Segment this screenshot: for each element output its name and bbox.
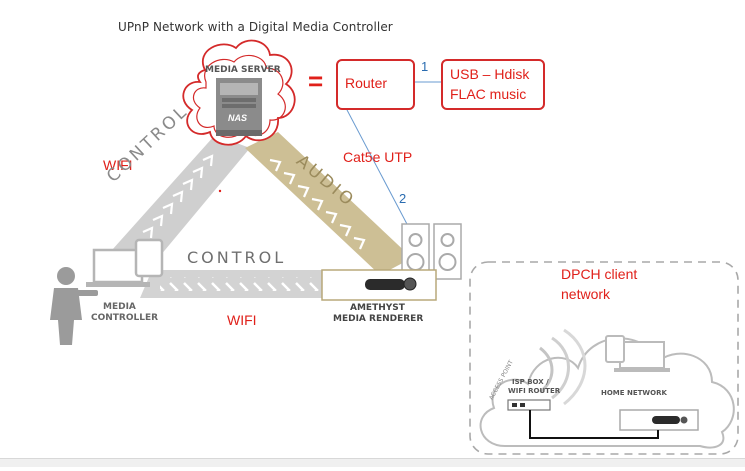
- control-bottom-label: CONTROL: [187, 248, 287, 267]
- controller-line2: CONTROLLER: [91, 313, 159, 323]
- person-icon: [50, 267, 98, 345]
- isp-line1: ISP BOX /: [512, 378, 549, 386]
- router-box: [336, 59, 415, 110]
- media-server-cloud: [182, 39, 296, 146]
- isp-line2: WIFI ROUTER: [508, 387, 561, 395]
- stray-dot: [218, 189, 222, 193]
- usb-hdisk-label: USB – Hdisk: [450, 66, 530, 82]
- dpch-dashed-region: [469, 261, 739, 455]
- laptop-tablet-icon: [86, 238, 164, 287]
- wifi-bottom-label: WIFI: [227, 312, 257, 328]
- renderer-line1: AMETHYST: [350, 303, 405, 313]
- cat5e-label: Cat5e UTP: [343, 149, 413, 165]
- home-network-cloud: [479, 328, 735, 449]
- window-bottom-edge: [0, 458, 745, 467]
- media-server-label: MEDIA SERVER: [205, 65, 281, 75]
- media-renderer-device: [321, 269, 437, 301]
- diagram-title: UPnP Network with a Digital Media Contro…: [118, 20, 393, 34]
- nas-label: NAS: [228, 113, 248, 123]
- equals-sign: =: [308, 66, 324, 96]
- link-2-number: 2: [399, 191, 407, 206]
- usb-hdisk-box: [441, 59, 545, 110]
- control-band-bottom: [140, 270, 322, 298]
- audio-band: [245, 132, 412, 275]
- control-band-left: [112, 135, 250, 268]
- flac-music-label: FLAC music: [450, 86, 527, 102]
- dpch-line1: DPCH client: [561, 266, 638, 282]
- renderer-line2: MEDIA RENDERER: [333, 314, 424, 324]
- router-label: Router: [345, 75, 388, 91]
- wifi-left-label: WIFI: [103, 157, 133, 173]
- controller-line1: MEDIA: [103, 302, 136, 312]
- link-2-line: [345, 107, 409, 227]
- dpch-line2: network: [561, 286, 611, 302]
- link-1-number: 1: [421, 59, 429, 74]
- home-network-label: HOME NETWORK: [601, 389, 667, 397]
